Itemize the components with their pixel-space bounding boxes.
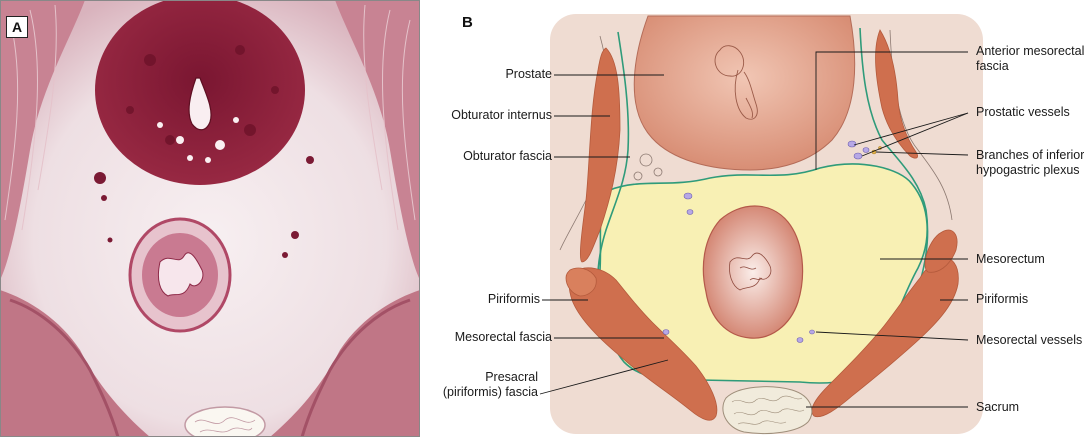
piriformis-right bbox=[811, 258, 959, 418]
label-presacral-line1: Presacral bbox=[485, 370, 538, 384]
rectal-mucosa bbox=[729, 252, 772, 291]
prostate-shape bbox=[633, 15, 856, 171]
label-piriformis-right: Piriformis bbox=[976, 292, 1029, 306]
label-sacrum: Sacrum bbox=[976, 400, 1020, 414]
piriformis-right-upper bbox=[924, 229, 958, 273]
label-mesorectum: Mesorectum bbox=[976, 252, 1045, 266]
label-branches-line2: hypogastric plexus bbox=[976, 163, 1080, 177]
small-lymph-nodes bbox=[633, 153, 663, 181]
leader-lines bbox=[539, 51, 969, 408]
sacrum-texture bbox=[731, 395, 805, 425]
label-prostatic-vessels: Prostatic vessels bbox=[976, 105, 1070, 119]
mesorectal-vessels bbox=[662, 192, 815, 343]
label-obturator-internus: Obturator internus bbox=[451, 108, 552, 122]
label-presacral-line2: (piriformis) fascia bbox=[442, 385, 538, 399]
label-obturator-fascia: Obturator fascia bbox=[463, 149, 552, 163]
panel-b-letter: B bbox=[462, 14, 473, 31]
panel-a-letter: A bbox=[6, 16, 28, 38]
label-anterior-mesorectal-line1: Anterior mesorectal bbox=[976, 44, 1084, 58]
piriformis-left-upper bbox=[565, 267, 597, 297]
prostate-urethra bbox=[714, 45, 758, 120]
label-hypogastric-plexus: Branches of inferior hypogastric plexus bbox=[976, 148, 1084, 178]
label-prostate: Prostate bbox=[505, 67, 552, 81]
label-anterior-mesorectal-line2: fascia bbox=[976, 59, 1009, 73]
rectum-shape bbox=[702, 205, 804, 339]
label-piriformis-left: Piriformis bbox=[487, 292, 540, 306]
panel-a-histology: A bbox=[0, 0, 420, 442]
obturator-internus-left bbox=[579, 47, 621, 263]
label-presacral-fascia: Presacral (piriformis) fascia bbox=[443, 370, 538, 400]
label-anterior-mesorectal-fascia: Anterior mesorectal fascia bbox=[976, 44, 1084, 74]
label-mesorectal-vessels: Mesorectal vessels bbox=[976, 333, 1083, 347]
prostatic-vessels bbox=[847, 140, 870, 160]
panel-b-diagram: B Prostate Obturator internus Obturator … bbox=[420, 0, 1084, 437]
histology-image bbox=[0, 0, 420, 442]
label-branches-line1: Branches of inferior bbox=[976, 148, 1084, 162]
obturator-internus-right bbox=[875, 29, 918, 159]
schematic-diagram bbox=[539, 14, 983, 435]
sacrum-shape bbox=[722, 386, 813, 435]
piriformis-left bbox=[568, 267, 718, 421]
label-mesorectal-fascia: Mesorectal fascia bbox=[454, 330, 552, 344]
